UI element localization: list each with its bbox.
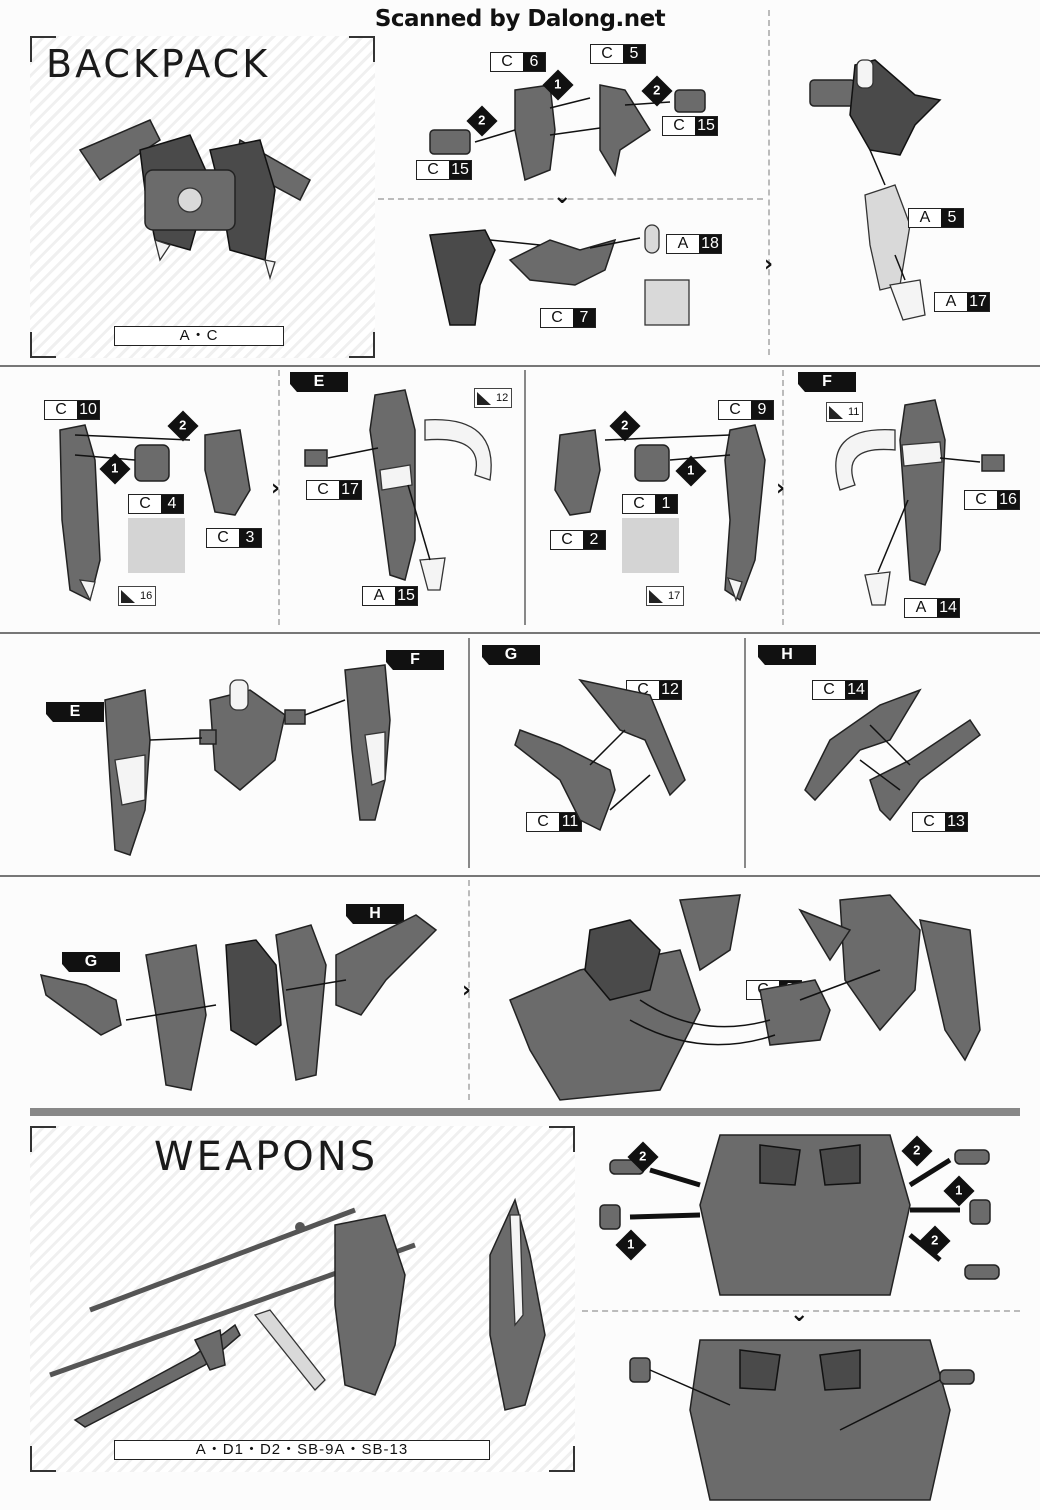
- backpack-top-assembly-illustration: [429, 84, 706, 326]
- section-divider: [0, 632, 1040, 634]
- next-step-chevron-icon: ⌄: [790, 1302, 809, 1327]
- step-label: F: [386, 650, 444, 670]
- mount-backpack-to-torso-illustration: [509, 894, 981, 1101]
- ef-binders-assembly-illustration: [104, 664, 391, 856]
- part-detail-inset: [622, 518, 679, 573]
- dashed-divider: [278, 370, 280, 625]
- step-label: E: [46, 702, 104, 722]
- backpack-complete-illustration: [78, 119, 311, 281]
- weapons-sprue-list: A・D1・D2・SB-9A・SB-13: [114, 1440, 490, 1460]
- corner-bracket: [349, 36, 375, 62]
- dashed-divider: [582, 1310, 1020, 1312]
- next-step-chevron-icon: ›: [462, 978, 472, 1003]
- corner-bracket: [549, 1126, 575, 1152]
- arm-binder-e-illustration: [304, 389, 492, 591]
- cut-piece-label: 16: [118, 586, 157, 606]
- dashed-divider: [768, 10, 770, 355]
- corner-bracket: [30, 332, 56, 358]
- part-detail-inset: [128, 518, 185, 573]
- torso-weapon-mount-illustration: [599, 1134, 1000, 1296]
- corner-bracket: [30, 36, 56, 62]
- step-label: G: [482, 645, 540, 665]
- backpack-title: BACKPACK: [46, 42, 271, 86]
- step-label: H: [758, 645, 816, 665]
- scan-watermark: Scanned by Dalong.net: [374, 6, 666, 32]
- corner-bracket: [549, 1446, 575, 1472]
- weapons-title: WEAPONS: [154, 1134, 379, 1180]
- section-divider: [0, 365, 1040, 367]
- section-divider: [468, 638, 470, 868]
- step-label: G: [62, 952, 120, 972]
- cut-piece-label: 17: [646, 586, 685, 606]
- arm-binder-f-illustration: [835, 399, 1005, 606]
- section-divider: [0, 875, 1040, 877]
- dashed-divider: [468, 880, 470, 1100]
- section-divider: [30, 1108, 1020, 1116]
- arm-binder-right-parts-illustration: [554, 424, 766, 602]
- wing-g-illustration: [514, 678, 686, 832]
- wing-h-illustration: [804, 688, 982, 822]
- torso-weapon-mounted-illustration: [629, 1339, 975, 1501]
- next-step-chevron-icon: ⌄: [553, 184, 572, 209]
- step-label: E: [290, 372, 348, 392]
- step-label: F: [798, 372, 856, 392]
- section-divider: [524, 370, 526, 625]
- step-label: H: [346, 904, 404, 924]
- cut-piece-label: 12: [474, 388, 513, 408]
- backpack-full-assembly-illustration: [39, 914, 438, 1091]
- corner-bracket: [349, 332, 375, 358]
- corner-bracket: [30, 1446, 56, 1472]
- next-step-chevron-icon: ›: [776, 476, 786, 501]
- cut-piece-label: 11: [826, 402, 864, 422]
- backpack-sprue-list: A・C: [114, 326, 284, 346]
- weapons-illustration: [49, 1197, 546, 1428]
- backpack-top-right-assembly-illustration: [809, 59, 942, 321]
- next-step-chevron-icon: ›: [271, 476, 281, 501]
- dashed-divider: [378, 198, 763, 200]
- arm-binder-left-parts-illustration: [59, 424, 251, 602]
- corner-bracket: [30, 1126, 56, 1152]
- next-step-chevron-icon: ›: [764, 252, 774, 277]
- section-divider: [744, 638, 746, 868]
- dashed-divider: [782, 370, 784, 625]
